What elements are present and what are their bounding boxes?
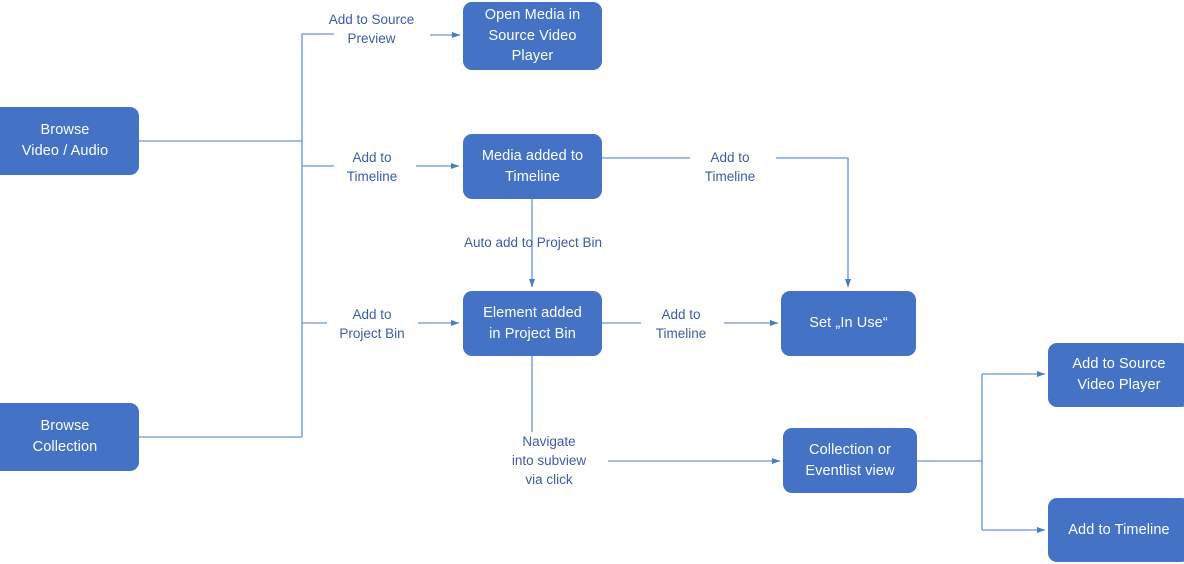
node-add-to-timeline[interactable]: Add to Timeline — [1048, 498, 1184, 562]
node-browse-video-audio[interactable]: Browse Video / Audio — [0, 107, 139, 175]
node-open-media-source-player[interactable]: Open Media in Source Video Player — [463, 2, 602, 70]
node-set-in-use[interactable]: Set „In Use“ — [781, 291, 916, 356]
edge-label-auto-add-to-project-bin: Auto add to Project Bin — [463, 235, 603, 250]
edge-label-add-to-source-preview: Add to Source Preview — [328, 12, 415, 47]
node-browse-collection[interactable]: Browse Collection — [0, 403, 139, 471]
edge-label-add-to-timeline-middle: Add to Timeline — [704, 150, 756, 185]
node-element-added-in-project-bin[interactable]: Element added in Project Bin — [463, 291, 602, 356]
node-media-added-to-timeline[interactable]: Media added to Timeline — [463, 134, 602, 199]
edge-label-add-to-project-bin: Add to Project Bin — [339, 307, 405, 342]
node-add-to-source-video-player[interactable]: Add to Source Video Player — [1048, 343, 1184, 407]
node-collection-or-eventlist-view[interactable]: Collection or Eventlist view — [783, 428, 917, 493]
edge-label-add-to-timeline-lower: Add to Timeline — [655, 307, 707, 342]
edge-label-add-to-timeline-top: Add to Timeline — [346, 150, 398, 185]
edge-label-navigate-into-subview: Navigate into subview via click — [511, 434, 587, 488]
edge-add-timeline-to-set-in-use — [776, 157, 852, 288]
